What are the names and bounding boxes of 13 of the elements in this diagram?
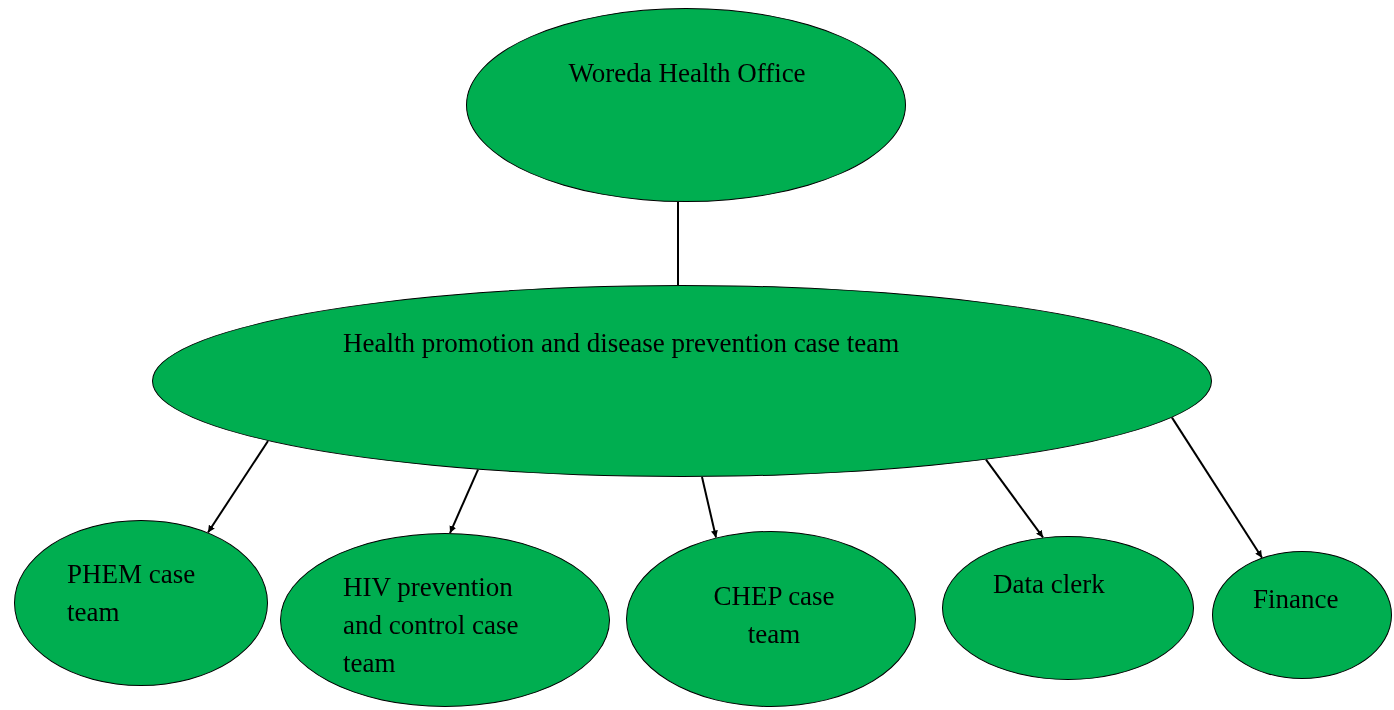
arrow bbox=[207, 439, 269, 534]
node-label: PHEM case team bbox=[67, 558, 197, 629]
connector-line bbox=[677, 200, 679, 286]
arrow bbox=[1171, 416, 1263, 559]
arrow bbox=[449, 468, 479, 535]
node-label: CHEP case team bbox=[712, 580, 836, 651]
arrow bbox=[985, 458, 1044, 539]
node-label: Health promotion and disease prevention case team bbox=[343, 327, 901, 360]
node-label: HIV prevention and control case team bbox=[343, 571, 520, 680]
node-label: Finance bbox=[1253, 583, 1340, 616]
node-label: Data clerk bbox=[993, 568, 1106, 601]
arrow bbox=[701, 475, 718, 539]
node-label: Woreda Health Office bbox=[567, 57, 807, 90]
